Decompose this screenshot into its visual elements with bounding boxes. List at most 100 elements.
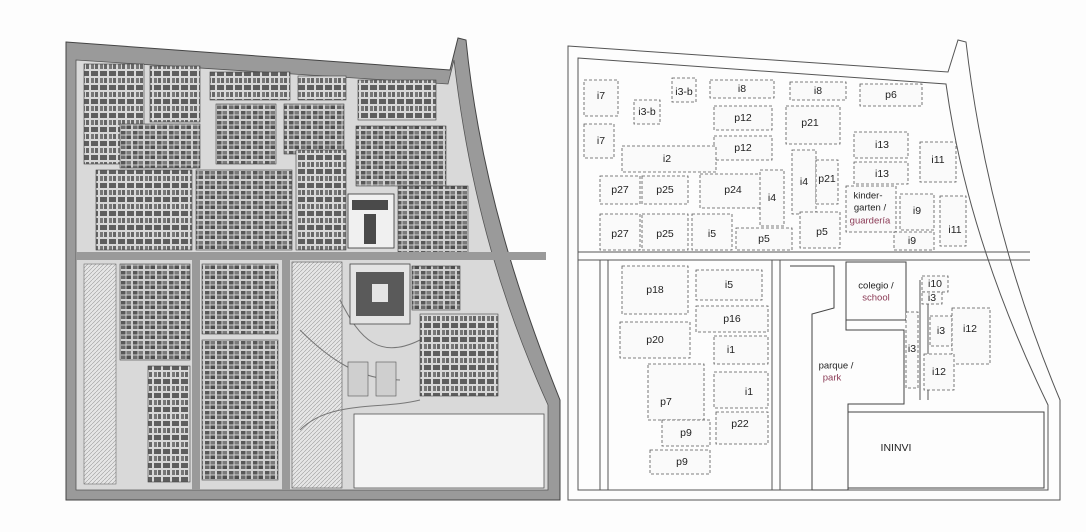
- plot-p6: [859, 83, 923, 107]
- plot-i11-a: [919, 141, 957, 183]
- right-road-v2: [771, 260, 781, 490]
- plot-i3-c: [905, 311, 919, 389]
- label-p5-a: p5: [758, 233, 770, 245]
- label-p18: p18: [646, 284, 664, 296]
- plot-p9-b: [649, 449, 711, 475]
- left-court-a: [347, 361, 369, 397]
- left-block-n5: [283, 103, 345, 155]
- left-block-m1: [95, 169, 193, 251]
- left-park: [291, 261, 343, 489]
- left-block-n8: [355, 125, 447, 187]
- plot-i7-b: [583, 123, 615, 159]
- left-block-s4: [201, 339, 279, 481]
- right-boundary-outer: [567, 39, 1061, 501]
- label-i13-b: i13: [875, 168, 889, 180]
- label-i4-a: i4: [800, 176, 808, 188]
- plot-i12-b: [923, 353, 955, 391]
- plot-p18: [621, 265, 689, 315]
- label-i9-a: i9: [913, 205, 921, 217]
- left-site-plan: [65, 37, 561, 501]
- plot-i5-a: [691, 213, 733, 251]
- label-i5-a: i5: [708, 228, 716, 240]
- label-i3-b: i3: [937, 325, 945, 337]
- label-p6: p6: [885, 89, 897, 101]
- plot-i8-a: [709, 79, 775, 99]
- plot-park: [790, 265, 905, 491]
- label-i3b-b: i3-b: [638, 106, 656, 118]
- left-block-m2: [195, 169, 293, 251]
- plot-i9-a: [899, 193, 935, 231]
- plot-p24: [699, 173, 769, 209]
- left-ininvi-field: [353, 413, 545, 489]
- plot-i3b-b: [633, 99, 661, 125]
- left-street-h1: [76, 252, 546, 260]
- left-block-s3: [147, 365, 191, 483]
- label-i3-c: i3: [908, 343, 916, 355]
- left-block-n7: [357, 79, 437, 121]
- plot-p27-a: [599, 175, 641, 205]
- label-i4-b: i4: [768, 192, 776, 204]
- plot-i1-a: [713, 335, 769, 365]
- label-i10: i10: [928, 278, 942, 290]
- left-block-n2: [149, 65, 201, 123]
- plot-i7-a: [583, 79, 619, 117]
- plot-p22: [715, 411, 769, 445]
- label-p25-b: p25: [656, 228, 674, 240]
- label-p7: p7: [660, 396, 672, 408]
- left-block-n1: [119, 123, 201, 169]
- left-block-s1: [119, 263, 191, 361]
- plot-p21-b: [815, 159, 839, 205]
- plot-p16: [695, 305, 769, 333]
- label-p21-a: p21: [801, 117, 819, 129]
- label-i1-a: i1: [727, 344, 735, 356]
- plot-i8-b: [789, 81, 847, 101]
- label-colegio: colegio /: [858, 281, 894, 292]
- plot-p12-a: [713, 105, 773, 131]
- left-street-v2: [282, 260, 290, 490]
- left-block-n6: [297, 75, 347, 101]
- label-p22: p22: [731, 418, 749, 430]
- plot-p20: [619, 321, 691, 359]
- label-i3-a: i3: [928, 292, 936, 304]
- label-kindergarten-2: garten /: [854, 203, 887, 214]
- plot-p7: [647, 363, 705, 421]
- plot-p9-a: [661, 419, 711, 447]
- label-p16: p16: [723, 313, 741, 325]
- plot-i11-b: [939, 195, 967, 247]
- plot-p5-b: [799, 211, 841, 249]
- label-i13-a: i13: [875, 139, 889, 151]
- label-p12-b: p12: [734, 142, 752, 154]
- plot-i1-b: [713, 371, 769, 409]
- left-central-school-court: [372, 284, 388, 302]
- label-p12-a: p12: [734, 112, 752, 124]
- label-ininvi: ININVI: [881, 442, 912, 454]
- label-parque: parque /: [819, 361, 854, 372]
- right-boundary-inner: [577, 57, 1049, 491]
- label-i5-b: i5: [725, 279, 733, 291]
- left-street-v1: [192, 260, 200, 490]
- right-road-h1: [578, 251, 1030, 261]
- label-i12-b: i12: [932, 366, 946, 378]
- label-parque-park: park: [823, 373, 842, 384]
- label-p21-b: p21: [818, 173, 836, 185]
- label-kindergarten-es: guardería: [850, 216, 891, 227]
- label-i12-a: i12: [963, 323, 977, 335]
- label-i1-b: i1: [745, 386, 753, 398]
- label-i7-b: i7: [597, 135, 605, 147]
- left-block-n3: [209, 71, 291, 101]
- label-i3b-a: i3-b: [675, 86, 693, 98]
- label-i9-b: i9: [908, 235, 916, 247]
- label-i8-a: i8: [738, 83, 746, 95]
- plot-i3-a: [921, 291, 943, 305]
- plot-p12-b: [713, 135, 773, 161]
- plot-kindergarten: [845, 185, 897, 233]
- right-road-v1: [599, 260, 609, 490]
- left-block-n4: [215, 103, 277, 165]
- left-school-wing-b: [364, 214, 376, 244]
- left-block-se2: [419, 313, 499, 397]
- plot-i2: [621, 145, 717, 173]
- plot-i13-b: [853, 161, 909, 185]
- label-p27-a: p27: [611, 184, 629, 196]
